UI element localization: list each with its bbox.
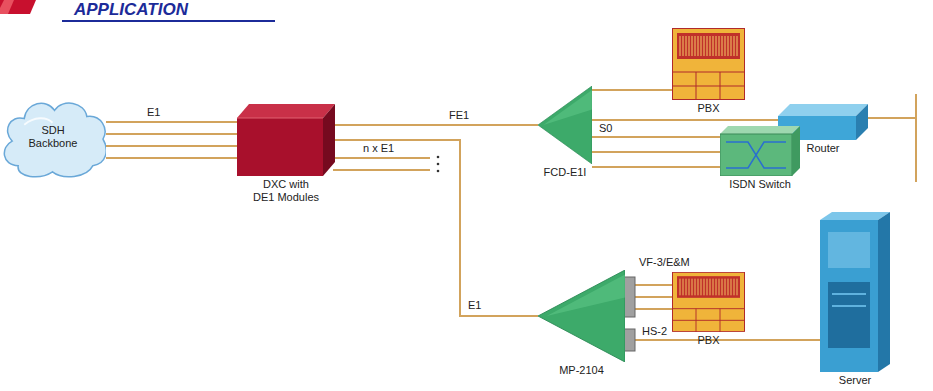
diagram-title: APPLICATION: [74, 0, 188, 19]
link-line: [335, 140, 538, 316]
port-block: [624, 277, 635, 317]
link-line: [592, 151, 720, 153]
signal-label: HS-2: [641, 325, 668, 338]
spare-e1-line: [333, 169, 430, 171]
pbx-icon: PBX: [672, 272, 745, 332]
title-icon-shade: [0, 0, 14, 14]
link-line: [106, 121, 237, 123]
link-line: [592, 89, 672, 91]
title-underline: [62, 20, 275, 22]
node-label: SDH Backbone: [23, 124, 83, 150]
title-icon: [0, 0, 36, 14]
cross-connect-box: DXC with DE1 Modules: [237, 104, 335, 176]
continuation-dot: [437, 170, 440, 173]
link-line: [106, 145, 237, 147]
node-label: Server: [839, 374, 871, 387]
signal-label: E1: [146, 106, 161, 119]
shape-outline: [672, 272, 745, 332]
continuation-dot: [437, 163, 440, 166]
signal-label: S0: [598, 122, 613, 135]
node-label: PBX: [697, 334, 719, 347]
server-icon: Server: [820, 212, 890, 372]
link-line: [625, 339, 820, 341]
lan-bus-line: [915, 94, 917, 182]
signal-label: n x E1: [362, 142, 395, 155]
link-line: [335, 124, 538, 126]
pbx-icon: PBX: [672, 28, 745, 100]
node-label: Router: [806, 142, 839, 155]
multiplexer-triangle: FCD-E1I: [538, 86, 592, 164]
shape-outline: [237, 104, 335, 176]
label-holder: SDH Backbone: [0, 94, 106, 180]
signal-label: VF-3/E&M: [638, 256, 691, 269]
node-label: FCD-E1I: [544, 166, 587, 179]
link-line: [592, 166, 720, 168]
node-label: ISDN Switch: [729, 178, 791, 191]
spare-e1-line: [333, 157, 430, 159]
shape-outline: [538, 86, 592, 164]
node-label: DXC with DE1 Modules: [249, 178, 323, 204]
link-line: [592, 136, 720, 138]
shape-outline: [538, 270, 625, 362]
link-line: [106, 157, 237, 159]
shape-outline: [820, 212, 890, 372]
node-label: PBX: [697, 102, 719, 115]
link-line: [106, 133, 237, 135]
port-block: [624, 329, 635, 351]
node-label: MP-2104: [559, 364, 604, 377]
continuation-dot: [437, 156, 440, 159]
link-line: [592, 119, 778, 121]
shape-outline: [720, 126, 800, 176]
network-cloud: SDH Backbone: [0, 94, 106, 180]
shape-outline: [672, 28, 745, 100]
signal-label: FE1: [448, 109, 470, 122]
signal-label: E1: [467, 299, 482, 312]
multiplexer-triangle: MP-2104: [538, 270, 625, 362]
lan-drop-line: [868, 117, 916, 119]
switch-icon: ISDN Switch: [720, 126, 800, 176]
